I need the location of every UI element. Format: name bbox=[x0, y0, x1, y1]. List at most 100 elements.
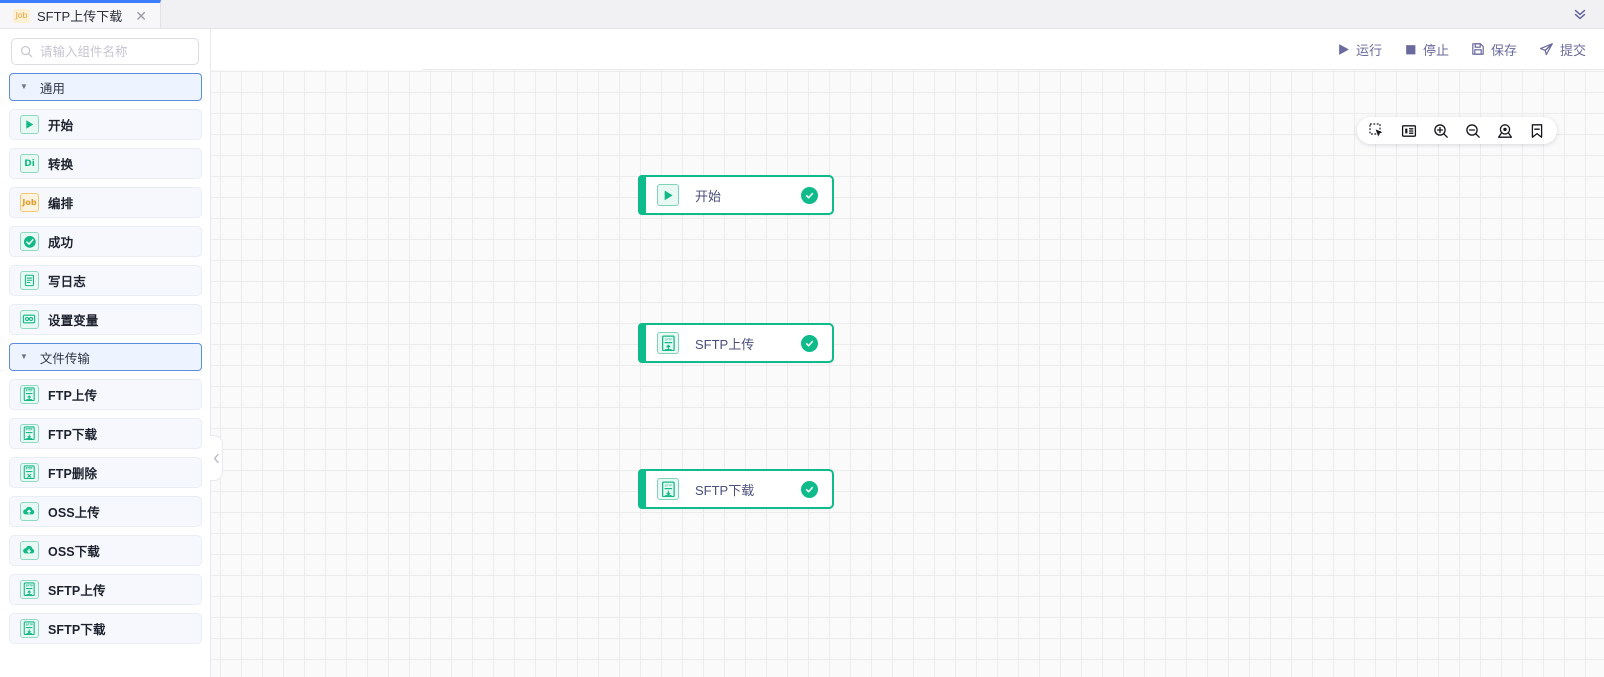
canvas-view-toolbar bbox=[1357, 117, 1557, 144]
bookmark-icon[interactable] bbox=[1529, 123, 1545, 139]
tab-sftp-upload-download[interactable]: Job SFTP上传下载 ✕ bbox=[0, 0, 161, 28]
play-icon bbox=[20, 115, 39, 134]
tab-bar-spacer bbox=[161, 0, 1556, 28]
save-label: 保存 bbox=[1490, 42, 1517, 58]
ftp-upload-icon: FTP bbox=[20, 385, 39, 404]
palette-item-label: OSS下载 bbox=[48, 545, 100, 559]
palette-group-header-0[interactable]: ▼ 通用 bbox=[9, 73, 202, 101]
chevron-down-icon: ▼ bbox=[20, 82, 28, 91]
canvas-area: 运行 停止 保存 bbox=[211, 29, 1604, 677]
check-circle-filled-icon bbox=[801, 480, 818, 498]
flow-canvas[interactable]: 开始 SFTP SFTP上传 SFTP SFTP下载 bbox=[211, 70, 1604, 677]
palette-item[interactable]: SFTP SFTP上传 bbox=[9, 574, 202, 605]
palette-item[interactable]: FTP FTP下载 bbox=[9, 418, 202, 449]
palette-item-label: 写日志 bbox=[48, 275, 86, 289]
tab-bar: Job SFTP上传下载 ✕ bbox=[0, 0, 1604, 29]
svg-text:SFTP: SFTP bbox=[664, 483, 671, 487]
flow-node-n3[interactable]: SFTP SFTP下载 bbox=[638, 469, 834, 509]
palette-item[interactable]: Di 转换 bbox=[9, 148, 202, 179]
palette-item[interactable]: 成功 bbox=[9, 226, 202, 257]
flow-node-label: SFTP下载 bbox=[695, 482, 755, 498]
close-icon[interactable]: ✕ bbox=[135, 7, 147, 24]
palette-item[interactable]: OSS下载 bbox=[9, 535, 202, 566]
play-icon bbox=[1339, 43, 1349, 55]
play-icon bbox=[657, 184, 679, 206]
check-circle-filled-icon bbox=[801, 186, 818, 204]
palette-item[interactable]: OSS上传 bbox=[9, 496, 202, 527]
job-badge-icon: Job bbox=[13, 8, 30, 23]
palette-item[interactable]: Job 编排 bbox=[9, 187, 202, 218]
sftp-download-icon: SFTP bbox=[657, 478, 679, 500]
palette-item-label: SFTP下载 bbox=[48, 623, 106, 637]
palette-item[interactable]: 写日志 bbox=[9, 265, 202, 296]
submit-label: 提交 bbox=[1559, 42, 1586, 58]
tab-title: SFTP上传下载 bbox=[37, 9, 123, 24]
save-button[interactable]: 保存 bbox=[1471, 40, 1517, 59]
chevron-down-icon: ▼ bbox=[20, 352, 28, 361]
editor-toolbar: 运行 停止 保存 bbox=[422, 29, 1604, 70]
svg-text:FTP: FTP bbox=[26, 389, 33, 393]
palette-group-header-1[interactable]: ▼ 文件传输 bbox=[9, 343, 202, 371]
palette-item[interactable]: FTP FTP上传 bbox=[9, 379, 202, 410]
zoom-in-icon[interactable] bbox=[1433, 123, 1449, 139]
palette-item-label: 转换 bbox=[48, 158, 74, 172]
palette-list[interactable]: ▼ 通用开始 Di 转换 Job 编排成功写日志设置变量 ▼ 文件传输 FTP FTP上传 F… bbox=[0, 73, 210, 677]
run-label: 运行 bbox=[1355, 42, 1382, 58]
svg-text:SFTP: SFTP bbox=[26, 623, 33, 627]
palette-group-label: 文件传输 bbox=[39, 351, 90, 366]
svg-text:SFTP: SFTP bbox=[664, 337, 671, 341]
minimap-icon[interactable] bbox=[1401, 123, 1417, 139]
palette-item-label: 开始 bbox=[48, 119, 74, 133]
search-container bbox=[0, 29, 210, 73]
ftp-delete-icon: FTP bbox=[20, 463, 39, 482]
palette-item-label: 编排 bbox=[48, 197, 74, 211]
stop-label: 停止 bbox=[1422, 42, 1449, 58]
ftp-download-icon: FTP bbox=[20, 424, 39, 443]
flow-node-label: 开始 bbox=[695, 188, 722, 204]
di-icon: Di bbox=[20, 154, 39, 173]
flow-node-n1[interactable]: 开始 bbox=[638, 175, 834, 215]
run-button[interactable]: 运行 bbox=[1337, 40, 1382, 59]
palette-item-label: 设置变量 bbox=[48, 314, 99, 328]
sftp-download-icon: SFTP bbox=[20, 619, 39, 638]
palette-item[interactable]: 设置变量 bbox=[9, 304, 202, 335]
log-doc-icon bbox=[20, 271, 39, 290]
palette-item[interactable]: SFTP SFTP下载 bbox=[9, 613, 202, 644]
palette-item-label: 成功 bbox=[48, 236, 74, 250]
palette-item-label: FTP下载 bbox=[48, 428, 98, 442]
sftp-upload-icon: SFTP bbox=[657, 332, 679, 354]
palette-item-label: SFTP上传 bbox=[48, 584, 106, 598]
svg-text:FTP: FTP bbox=[26, 428, 33, 432]
zoom-out-icon[interactable] bbox=[1465, 123, 1481, 139]
flow-node-n2[interactable]: SFTP SFTP上传 bbox=[638, 323, 834, 363]
job-icon: Job bbox=[20, 193, 39, 212]
search-icon bbox=[20, 45, 33, 58]
palette-group-label: 通用 bbox=[39, 81, 65, 96]
sftp-upload-icon: SFTP bbox=[20, 580, 39, 599]
svg-text:FTP: FTP bbox=[26, 467, 33, 471]
tab-bar-actions bbox=[1556, 0, 1604, 28]
search-box[interactable] bbox=[11, 38, 199, 65]
oss-download-icon bbox=[20, 541, 39, 560]
select-pointer-icon[interactable] bbox=[1369, 122, 1385, 139]
check-circle-icon bbox=[20, 232, 39, 251]
double-chevron-down-icon[interactable] bbox=[1572, 6, 1588, 22]
palette-item[interactable]: 开始 bbox=[9, 109, 202, 140]
stop-button[interactable]: 停止 bbox=[1404, 40, 1449, 59]
floppy-save-icon bbox=[1472, 43, 1484, 55]
svg-text:SFTP: SFTP bbox=[26, 584, 33, 588]
submit-button[interactable]: 提交 bbox=[1539, 40, 1586, 59]
palette-item-label: OSS上传 bbox=[48, 506, 100, 520]
variable-icon bbox=[20, 310, 39, 329]
fit-view-icon[interactable] bbox=[1497, 123, 1513, 139]
search-input[interactable] bbox=[40, 44, 190, 59]
check-circle-filled-icon bbox=[801, 334, 818, 352]
flow-node-label: SFTP上传 bbox=[695, 336, 755, 352]
stop-icon bbox=[1406, 44, 1416, 54]
palette-item[interactable]: FTP FTP删除 bbox=[9, 457, 202, 488]
palette-item-label: FTP删除 bbox=[48, 467, 98, 481]
sidebar-collapse-handle[interactable] bbox=[210, 435, 223, 481]
